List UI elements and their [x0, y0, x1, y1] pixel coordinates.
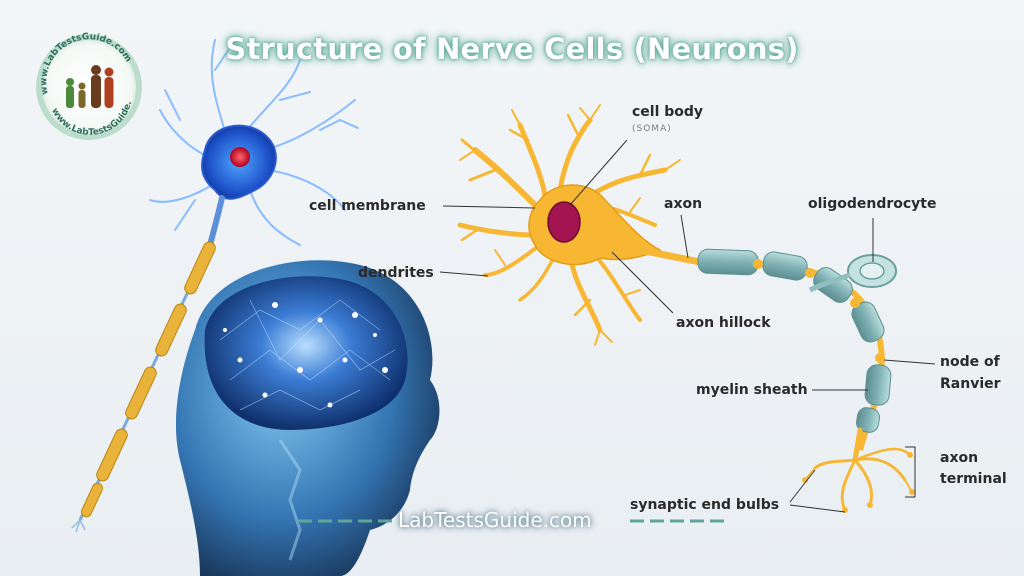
logo: www.LabTestsGuide.com www.LabTestsGuide.…: [0, 0, 142, 140]
myelin-sheath-segments: [697, 248, 892, 433]
label-oligodendrocyte: oligodendrocyte: [808, 196, 937, 212]
label-axon-hillock: axon hillock: [676, 315, 771, 331]
label-node-of: node of: [940, 354, 1000, 370]
nucleus: [547, 201, 581, 243]
labeled-neuron: [457, 104, 915, 513]
label-axon: axon: [664, 196, 703, 212]
family-people-icon: [66, 65, 114, 108]
blue-neuron-nucleus: [230, 147, 250, 167]
synaptic-end-bulbs: [802, 452, 915, 513]
footer-watermark: LabTestsGuide.com: [398, 508, 592, 532]
node-of-ranvier: [875, 353, 885, 363]
oligodendrocyte: [808, 254, 897, 293]
human-head-brain-illustration: [175, 260, 440, 576]
label-cell-membrane: cell membrane: [309, 198, 426, 214]
axon-terminal: [804, 427, 913, 512]
label-cell-body: cell body: [632, 104, 704, 120]
brain: [204, 276, 408, 430]
label-myelin-sheath: myelin sheath: [696, 382, 808, 398]
label-ranvier: Ranvier: [940, 376, 1001, 392]
label-axon-terminal-line2: terminal: [940, 471, 1007, 487]
page-title: Structure of Nerve Cells (Neurons): [225, 32, 799, 66]
label-axon-terminal-line1: axon: [940, 450, 979, 466]
label-dendrites: dendrites: [358, 265, 434, 281]
label-synaptic-end-bulbs: synaptic end bulbs: [630, 497, 780, 513]
dendrites-group: [457, 104, 681, 346]
label-soma: (SOMA): [632, 124, 672, 134]
blue-neuron-axon: [71, 241, 216, 533]
leader-lines: [439, 139, 936, 513]
blue-neuron-illustration: [71, 39, 359, 533]
axon-segment: [636, 246, 704, 266]
